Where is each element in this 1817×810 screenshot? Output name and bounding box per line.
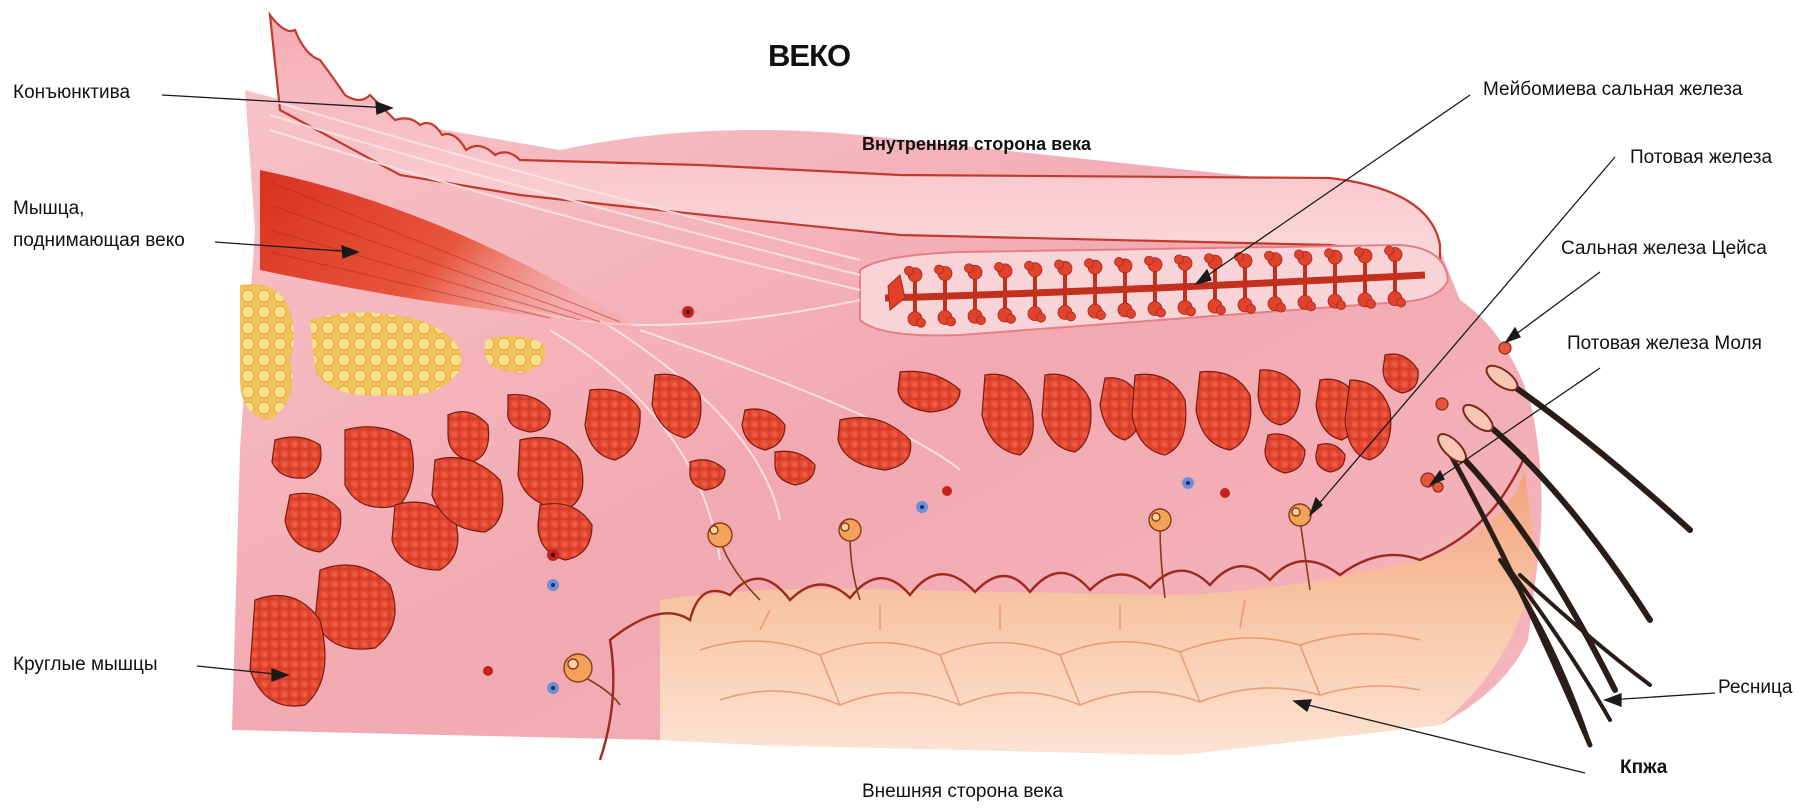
meibomian-lobule	[1277, 303, 1286, 312]
meibomian-lobule	[1055, 260, 1064, 269]
meibomian-lobule	[935, 265, 944, 274]
round-muscles-label: Круглые мышцы	[13, 653, 158, 677]
meibomian-lobule	[1157, 308, 1166, 317]
meibomian-gland-label: Мейбомиева сальная железа	[1483, 78, 1742, 102]
levator-muscle-label-2: поднимающая веко	[13, 229, 185, 253]
meibomian-lobule	[1037, 313, 1046, 322]
meibomian-lobule	[1325, 249, 1334, 258]
meibomian-lobule	[1265, 251, 1274, 260]
meibomian-lobule	[1187, 307, 1196, 316]
meibomian-lobule	[1337, 301, 1346, 310]
meibomian-lobule	[1385, 246, 1394, 255]
meibomian-lobule	[1115, 257, 1124, 266]
meibomian-lobule	[1067, 312, 1076, 321]
meibomian-lobule	[1127, 309, 1136, 318]
meibomian-lobule	[1307, 302, 1316, 311]
meibomian-lobule	[1007, 314, 1016, 323]
meibomian-lobule	[1217, 306, 1226, 315]
sweat-gland-label: Потовая железа	[1630, 146, 1772, 170]
moll-gland-label: Потовая железа Моля	[1567, 332, 1762, 356]
conjunctiva-label: Конъюнктива	[13, 81, 130, 105]
meibomian-lobule	[1097, 311, 1106, 320]
meibomian-lobule	[977, 316, 986, 325]
meibomian-lobule	[947, 317, 956, 326]
meibomian-lobule	[1295, 250, 1304, 259]
meibomian-lobule	[1085, 259, 1094, 268]
outer-side-label: Внешняя сторона века	[862, 780, 1063, 804]
meibomian-lobule	[1247, 304, 1256, 313]
levator-muscle-label-1: Мышца,	[13, 197, 84, 221]
meibomian-lobule	[1355, 247, 1364, 256]
meibomian-lobule	[995, 262, 1004, 271]
zeis-gland-label: Сальная железа Цейса	[1561, 237, 1767, 261]
meibomian-lobule	[965, 264, 974, 273]
meibomian-lobule	[1025, 261, 1034, 270]
meibomian-lobule	[905, 266, 914, 275]
diagram-title: ВЕКО	[768, 38, 850, 74]
meibomian-lobule	[1145, 256, 1154, 265]
meibomian-lobule	[1367, 299, 1376, 308]
skin-label: Кпжа	[1620, 756, 1667, 780]
meibomian-lobule	[917, 318, 926, 327]
eyelash-label: Ресница	[1718, 676, 1792, 700]
meibomian-lobule	[1397, 298, 1406, 307]
meibomian-lobule	[1175, 255, 1184, 264]
meibomian-lobule	[1205, 254, 1214, 263]
inner-side-label: Внутренняя сторона века	[862, 133, 1091, 156]
